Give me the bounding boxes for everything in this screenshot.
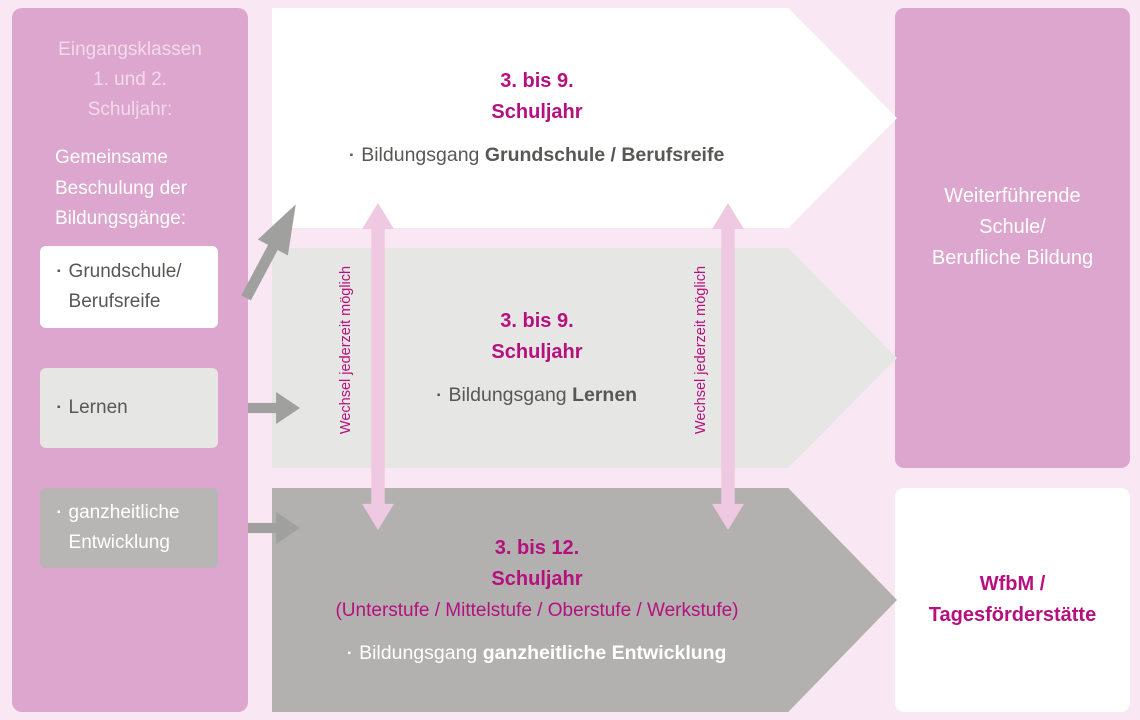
- bullet-icon: ▪: [57, 507, 61, 518]
- pathway-label: ▪ Bildungsgang Lernen: [437, 381, 637, 410]
- box-lernen: ▪ Lernen: [40, 368, 218, 448]
- subheading-line: Bildungsgänge:: [55, 208, 186, 229]
- transfer-label-left: Wechsel jederzeit möglich: [338, 265, 354, 435]
- subheading-line: Gemeinsame: [55, 147, 168, 168]
- heading-line: Eingangsklassen: [58, 39, 202, 60]
- subheading-line: Beschulung der: [55, 177, 188, 199]
- pathway-subtitle: (Unterstufe / Mittelstufe / Oberstufe / …: [335, 599, 739, 621]
- entry-classes-panel: Eingangsklassen 1. und 2. Schuljahr: Gem…: [12, 8, 248, 712]
- outcome-box-wfbm: WfbM / Tagesförderstätte: [895, 488, 1130, 712]
- box-label: Lernen: [68, 397, 128, 418]
- pathway-title: 3. bis 9. Schuljahr: [491, 70, 583, 123]
- bullet-icon: ▪: [436, 390, 441, 401]
- entry-classes-heading: Eingangsklassen 1. und 2. Schuljahr:: [12, 35, 248, 125]
- pathway-arrow-lernen: 3. bis 9. Schuljahr ▪ Bildungsgang Lerne…: [272, 248, 897, 468]
- pathway-label: ▪ Bildungsgang ganzheitliche Entwicklung: [348, 639, 727, 668]
- box-ganzheitliche-entwicklung: ▪ ganzheitliche Entwicklung: [40, 488, 218, 568]
- pathway-title: 3. bis 9. Schuljahr: [491, 310, 583, 363]
- pathway-arrow-grundschule-berufsreife: 3. bis 9. Schuljahr ▪ Bildungsgang Grund…: [272, 8, 897, 228]
- bullet-icon: ▪: [57, 266, 61, 277]
- outcome-box-weiterfuehrende-schule: Weiterführende Schule/ Berufliche Bildun…: [895, 8, 1130, 468]
- pathway-label: ▪ Bildungsgang Grundschule / Berufsreife: [350, 141, 725, 170]
- box-label: Grundschule/ Berufsreife: [68, 261, 182, 312]
- box-label: ganzheitliche Entwicklung: [68, 502, 180, 553]
- bullet-icon: ▪: [347, 647, 352, 659]
- pathway-title: 3. bis 12. Schuljahr: [491, 536, 583, 590]
- box-grundschule-berufsreife: ▪ Grundschule/ Berufsreife: [40, 246, 218, 328]
- heading-line: 1. und 2.: [93, 69, 167, 90]
- joint-schooling-text: Gemeinsame Beschulung der Bildungsgänge:: [55, 143, 187, 235]
- bullet-icon: ▪: [349, 150, 354, 161]
- pathway-arrow-ganzheitliche-entwicklung: 3. bis 12. Schuljahr (Unterstufe / Mitte…: [272, 488, 897, 712]
- transfer-label-right: Wechsel jederzeit möglich: [693, 265, 709, 435]
- bullet-icon: ▪: [57, 402, 61, 413]
- heading-line: Schuljahr:: [87, 99, 173, 120]
